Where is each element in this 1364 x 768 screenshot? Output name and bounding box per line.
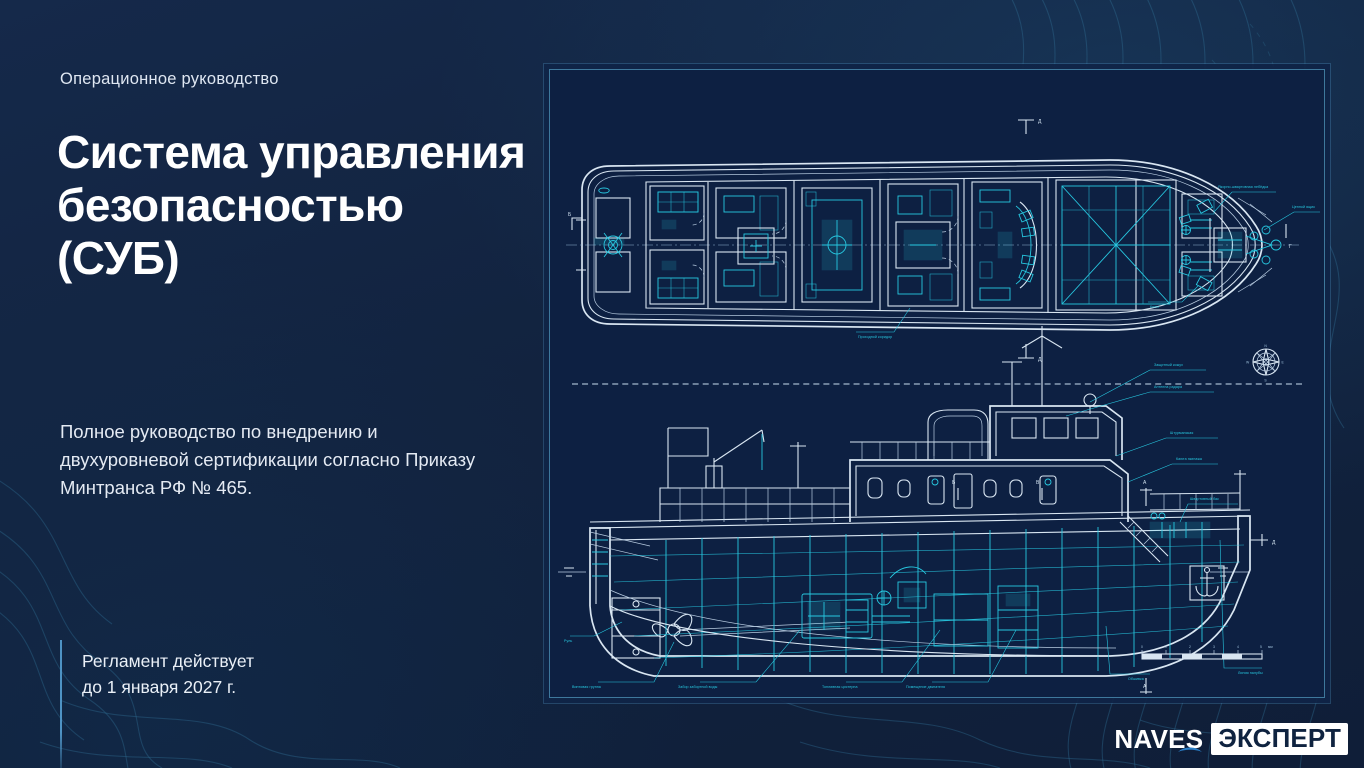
svg-text:В: В — [1036, 480, 1040, 486]
profile-section-markers: А А В Б Д — [952, 480, 1276, 694]
validity-note-line-1: Регламент действует — [82, 651, 255, 671]
aft-deck-equipment — [659, 427, 1241, 522]
wheelhouse-superstructure — [849, 326, 1169, 563]
subtitle-paragraph: Полное руководство по внедрению и двухур… — [60, 421, 476, 499]
svg-text:Антенна радара: Антенна радара — [1154, 385, 1182, 389]
deck-plan-wheelhouse — [887, 183, 959, 307]
logo-word-primary: NAVES — [1114, 724, 1211, 755]
svg-text:S: S — [1264, 379, 1267, 383]
svg-text:Г: Г — [1289, 244, 1292, 250]
view-divider — [572, 383, 1302, 385]
blueprint-panel: .w { fill:none; stroke:#d9e6f2; stroke-w… — [549, 69, 1325, 698]
blueprint-canvas: .w { fill:none; stroke:#d9e6f2; stroke-w… — [550, 70, 1324, 697]
profile-elevation-view: Защитный кожух Антенна радара Штурманска… — [558, 326, 1276, 694]
deck-plan-view: Якорно-швартовная лебёдка Цепной ящик Кн… — [566, 119, 1320, 383]
validity-note-line-2: до 1 января 2027 г. — [82, 677, 237, 698]
ship-technical-drawing: .w { fill:none; stroke:#d9e6f2; stroke-w… — [558, 119, 1320, 694]
deck-plan-callouts: Якорно-швартовная лебёдка Цепной ящик Кн… — [856, 185, 1320, 339]
deck-plan-bow-mooring-deck — [1178, 197, 1282, 293]
logo-word-secondary: ЭКСПЕРТ — [1211, 722, 1348, 756]
svg-text:Б: Б — [952, 480, 956, 486]
svg-text:Линия палубы: Линия палубы — [1238, 671, 1263, 675]
callout-label: Цепной ящик — [1292, 205, 1315, 209]
eyebrow-label: Операционное руководство — [60, 70, 279, 88]
callout-label: Проходной коридор — [858, 335, 892, 339]
svg-text:Помещение двигателя: Помещение двигателя — [906, 685, 945, 689]
svg-text:W: W — [1246, 361, 1250, 365]
deck-plan-steering-gear — [576, 187, 631, 293]
svg-text:Топливная цистерна: Топливная цистерна — [822, 685, 858, 689]
svg-text:2: 2 — [1189, 645, 1191, 649]
svg-text:N: N — [1264, 344, 1267, 348]
svg-text:Забор забортной воды: Забор забортной воды — [678, 685, 718, 689]
validity-note: Регламент действует до 1 января 2027 г. — [60, 640, 254, 768]
profile-callouts-bottom: Руль Винтовая группа Забор забортной вод… — [564, 539, 1263, 689]
svg-text:Швартовный бак: Швартовный бак — [1190, 497, 1219, 501]
validity-note-text: Регламент действует до 1 января 2027 г. — [82, 640, 254, 701]
deck-plan-machinery-space — [801, 187, 873, 303]
deck-plan-accommodation — [715, 187, 787, 303]
page-title: Система управления безопасностью (СУБ) — [57, 126, 526, 285]
svg-text:4: 4 — [1237, 645, 1239, 649]
bow-detail — [1149, 470, 1251, 601]
compass-rose: N S E W — [1246, 344, 1285, 383]
svg-text:Д: Д — [1272, 540, 1276, 546]
svg-text:Руль: Руль — [564, 639, 572, 643]
deck-plan-section-markers: Д Д Б Г — [568, 119, 1292, 363]
svg-text:Штурманская: Штурманская — [1170, 431, 1193, 435]
svg-text:Д: Д — [1038, 119, 1042, 125]
svg-text:5: 5 — [1260, 645, 1262, 649]
svg-text:Б: Б — [568, 212, 572, 218]
profile-callouts-right: Защитный кожух Антенна радара Штурманска… — [1065, 363, 1238, 523]
callout-label: Кнехт — [1150, 305, 1160, 309]
logo-swoosh-icon — [1178, 747, 1203, 752]
callout-label: Якорно-швартовная лебёдка — [1218, 185, 1268, 189]
svg-text:0: 0 — [1141, 645, 1143, 649]
svg-text:3: 3 — [1213, 645, 1215, 649]
svg-text:E: E — [1282, 361, 1285, 365]
svg-text:А: А — [1143, 684, 1147, 690]
engine-room-machinery — [801, 566, 1039, 649]
deck-plan-forecastle-stores — [1181, 193, 1223, 297]
accent-rule — [60, 640, 62, 768]
svg-text:Каюта экипажа: Каюта экипажа — [1176, 457, 1202, 461]
deck-plan-aft-cabins — [649, 185, 705, 305]
svg-text:А: А — [1143, 480, 1147, 486]
svg-text:Обшивка: Обшивка — [1128, 677, 1144, 681]
svg-text:1: 1 — [1165, 645, 1167, 649]
svg-text:Защитный кожух: Защитный кожух — [1154, 363, 1183, 367]
scale-bar: 0 1 2 3 4 5 мм — [1141, 645, 1273, 660]
deck-plan-mess-room — [971, 181, 1043, 309]
anchor-icon — [1195, 566, 1219, 597]
svg-text:Винтовая группа: Винтовая группа — [572, 685, 601, 689]
svg-text:мм: мм — [1268, 645, 1273, 649]
brand-logo: NAVES ЭКСПЕРТ — [1114, 722, 1348, 756]
svg-text:Д: Д — [1038, 357, 1042, 363]
stern-detail — [589, 528, 659, 606]
deck-plan-cargo-hold — [1055, 179, 1177, 311]
text-column: Операционное руководство Система управле… — [57, 0, 530, 768]
waterline — [558, 567, 1250, 577]
